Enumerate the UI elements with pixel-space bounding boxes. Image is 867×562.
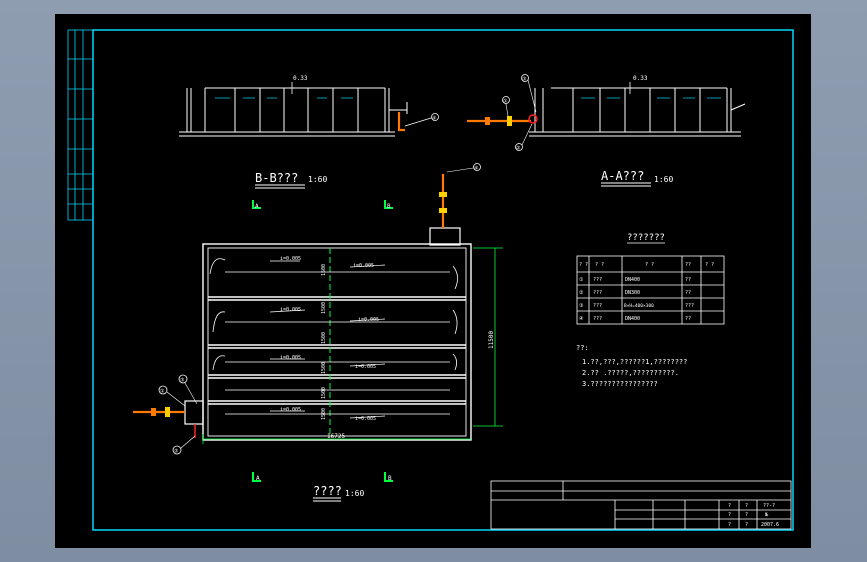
table-cell: ??? [593, 277, 602, 283]
table-cell: ?? [685, 316, 691, 322]
slope-label: i=0.005 [355, 416, 376, 422]
aa-callout-1: ① [503, 99, 508, 105]
bb-title: B-B??? [255, 171, 298, 185]
aa-inlet-fitting [528, 114, 538, 124]
row-dim: 1500 [321, 332, 327, 344]
drawing-sheet: 0.33 ④ B-B??? 1:60 [55, 14, 811, 548]
marker-b-top: B [387, 203, 391, 210]
row-dim: 1500 [321, 387, 327, 399]
table-cell: ① [579, 277, 584, 283]
note-line: 2.?? .?????,??????????. [582, 369, 679, 377]
slope-label: i=0.005 [358, 317, 379, 323]
title-block-cell: ? [745, 512, 748, 518]
table-cell: DN300 [625, 290, 640, 296]
note-line: 3.???????????????? [582, 380, 658, 388]
bb-outlet-pipe [397, 112, 405, 132]
table-cell: B×H=400×300 [624, 303, 654, 309]
aa-level-label: 0.33 [633, 75, 648, 82]
title-block-cell: 2007.6 [761, 522, 779, 528]
inlet-box [184, 400, 204, 425]
title-block-cell: ??-? [763, 503, 775, 509]
table-header-cell: ? ? [579, 262, 588, 268]
table-header-cell: ? ? [705, 262, 714, 268]
dim-height: 11500 [488, 331, 495, 349]
title-block: ? ? ??-? ? ? № ? ? 2007.6 [490, 480, 792, 530]
row-dim: 1500 [321, 408, 327, 420]
title-block-cell: № [765, 512, 768, 518]
bb-level-label: 0.33 [293, 75, 308, 82]
row-dim: 1500 [321, 264, 327, 276]
table-cell: ④ [579, 316, 584, 322]
table-header-cell: ? ? [645, 262, 654, 268]
row-dim: 1500 [321, 362, 327, 374]
plan-callout-1: ① [160, 389, 165, 395]
table-cell: DN400 [625, 277, 640, 283]
table-cell: ?? [685, 277, 691, 283]
aa-callout-3: ③ [522, 77, 527, 83]
outlet-box [429, 227, 461, 246]
notes: ??: 1.??,???,??????1,???????? 2.?? .????… [576, 344, 687, 388]
aa-callout-2: ② [516, 146, 521, 152]
dim-width: 16725 [327, 433, 345, 440]
title-block-cell: ? [745, 503, 748, 509]
plan-outer-wall [202, 243, 472, 441]
title-block-cell: ? [728, 522, 731, 528]
bb-callout-circle [431, 113, 439, 121]
table-header-cell: ? ? [595, 262, 604, 268]
table-cell: ??? [685, 303, 694, 309]
title-block-cell: ? [745, 522, 748, 528]
outer-frame [92, 29, 794, 531]
table-cell: ③ [579, 303, 584, 309]
marker-a-bottom: A [256, 475, 260, 482]
marker-b-bottom: B [388, 475, 392, 482]
note-line: 1.??,???,??????1,???????? [582, 358, 687, 366]
plan-title: ???? [313, 484, 342, 498]
table-cell: DN400 [625, 316, 640, 322]
title-block-cell: ? [728, 512, 731, 518]
section-bb: 0.33 ④ B-B??? 1:60 [179, 75, 439, 189]
notes-heading: ??: [576, 344, 589, 352]
table-cell: ??? [593, 290, 602, 296]
plan-callout-2: ② [174, 449, 179, 455]
cad-drawing: 0.33 ④ B-B??? 1:60 [67, 29, 794, 531]
plan-callout-3: ③ [180, 378, 185, 384]
slope-label: i=0.005 [280, 355, 301, 361]
row-dim: 1500 [321, 302, 327, 314]
slope-label: i=0.005 [280, 307, 301, 313]
bb-scale: 1:60 [308, 175, 327, 184]
table-cell: ② [579, 290, 584, 296]
aa-scale: 1:60 [654, 175, 673, 184]
aa-title: A-A??? [601, 169, 644, 183]
table-cell: ??? [593, 303, 602, 309]
slope-label: i=0.005 [280, 256, 301, 262]
slope-label: i=0.005 [355, 364, 376, 370]
equipment-table: ??????? ? ? ? ? ? ? ?? ? ? ① ??? DN400 ?… [576, 233, 725, 325]
slope-label: i=0.005 [353, 263, 374, 269]
slope-label: i=0.005 [280, 407, 301, 413]
table-header-cell: ?? [685, 262, 691, 268]
bb-callout: ④ [432, 116, 437, 122]
plan-scale: 1:60 [345, 489, 364, 498]
table-cell: ??? [593, 316, 602, 322]
binding-strip [67, 29, 94, 221]
section-markers: A B A B [252, 200, 393, 482]
section-aa: 0.33 ① ③ ② A-A??? 1:60 [467, 74, 746, 187]
title-block-cell: ? [728, 503, 731, 509]
plan-view: i=0.005 i=0.005 i=0.005 i=0.005 i=0.005 … [133, 163, 503, 502]
marker-a-top: A [255, 203, 259, 210]
plan-callout-top: ④ [474, 166, 479, 172]
table-cell: ?? [685, 290, 691, 296]
table-title: ??????? [627, 233, 665, 243]
